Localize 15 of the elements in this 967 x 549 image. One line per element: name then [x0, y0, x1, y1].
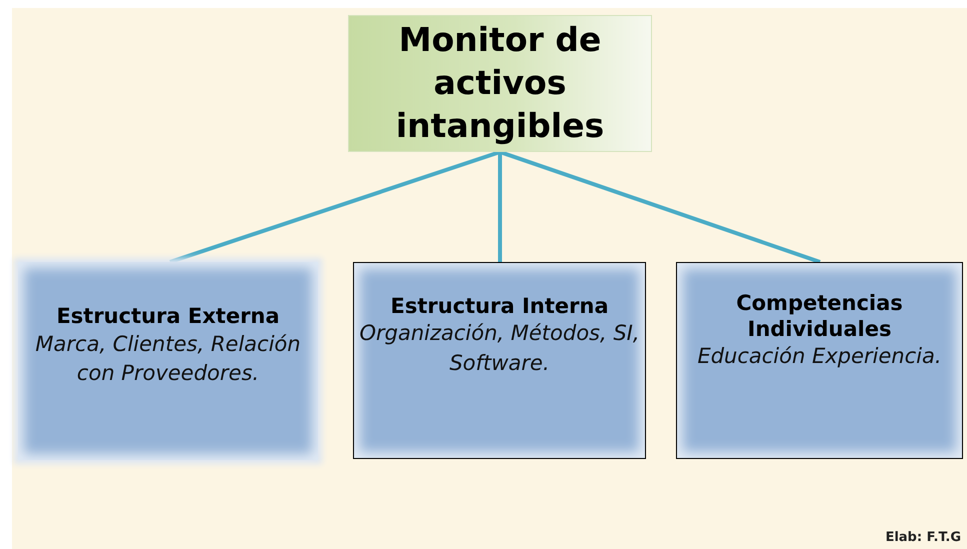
heading-text: Estructura Interna	[390, 292, 608, 320]
description-text: Organización, Métodos, SI, Software.	[358, 320, 641, 377]
description-text: Educación Experiencia.	[697, 343, 942, 370]
connector-line	[169, 150, 501, 264]
credit-note: Elab: F.T.G	[885, 530, 961, 545]
connector-line	[499, 150, 821, 264]
heading-text: Competencias Individuales	[735, 290, 904, 342]
category-box	[18, 262, 318, 460]
category-box	[353, 262, 646, 459]
connector-line	[498, 152, 502, 262]
description-text: Marca, Clientes, Relación con Proveedores.	[34, 330, 302, 388]
heading-text: Estructura Externa	[56, 303, 280, 330]
title-box	[348, 15, 652, 152]
title-text: Monitor de activos intangibles	[394, 19, 606, 147]
category-box	[676, 262, 963, 459]
